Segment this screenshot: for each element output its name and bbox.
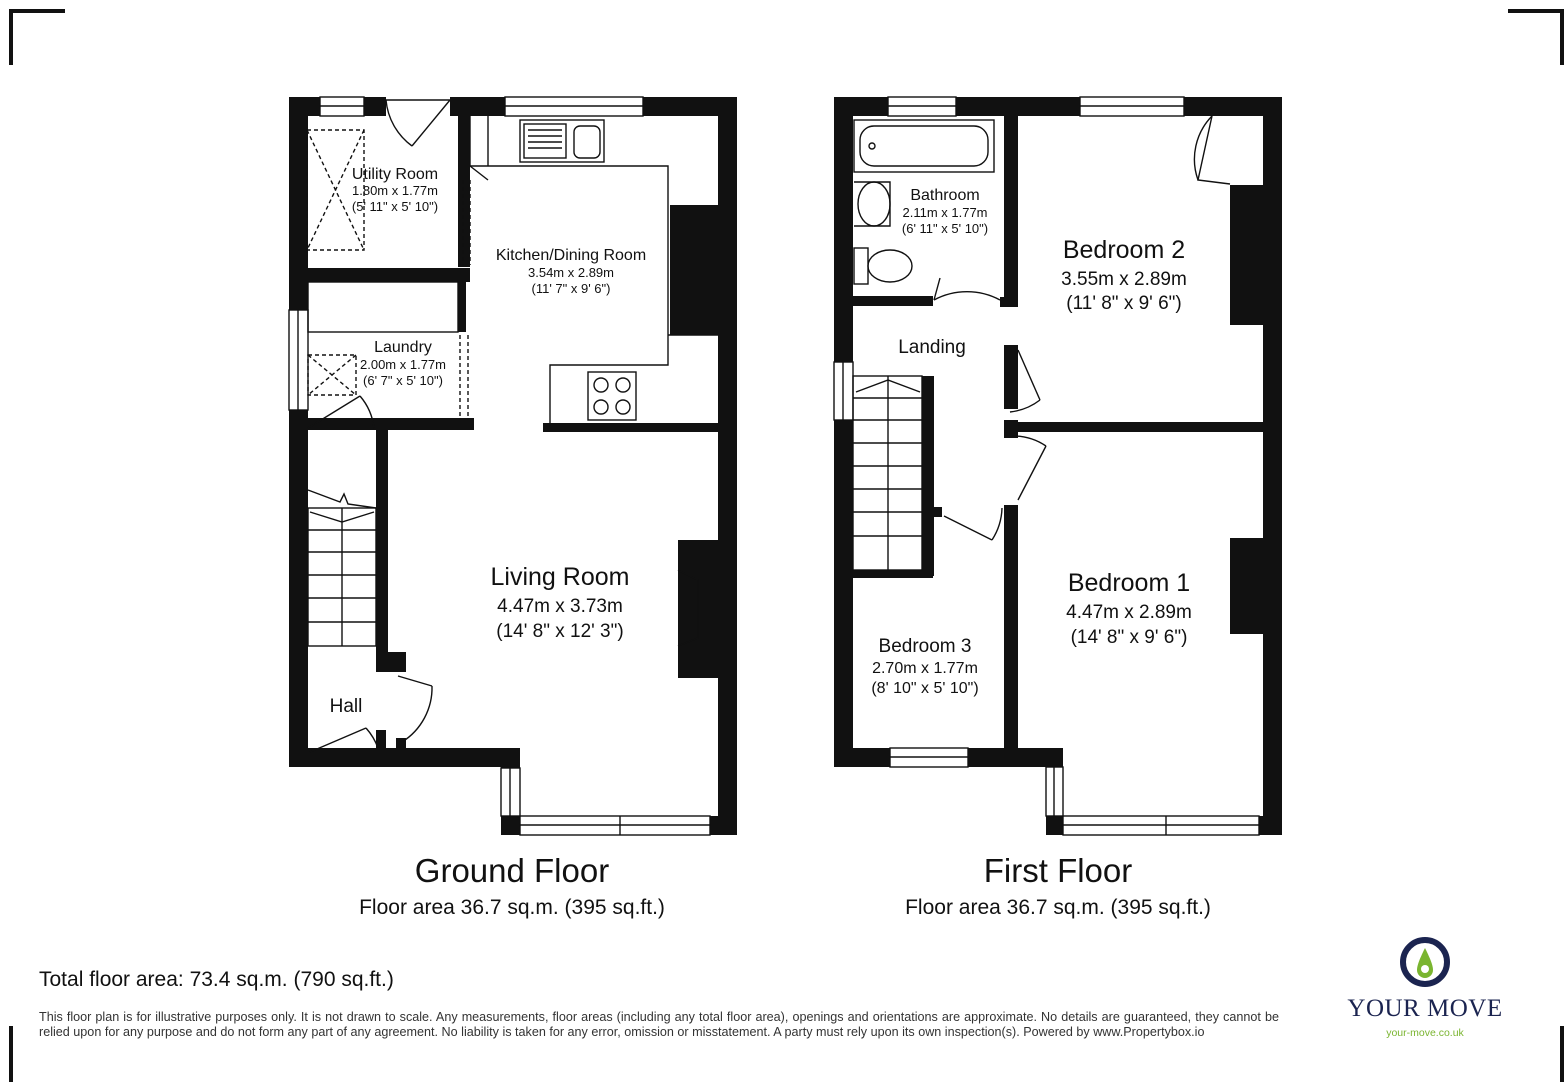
- location-pin-icon: [1400, 937, 1450, 987]
- laundry-metric: 2.00m x 1.77m: [360, 357, 446, 372]
- bedroom-3-name: Bedroom 3: [879, 636, 972, 657]
- kitchen-metric: 3.54m x 2.89m: [528, 265, 614, 280]
- bedroom-1-name: Bedroom 1: [1068, 569, 1190, 597]
- ground-floor-area: Floor area 36.7 sq.m. (395 sq.ft.): [359, 896, 665, 919]
- crop-mark-bottom-left: [9, 1026, 65, 1082]
- crop-mark-bottom-right: [1508, 1026, 1564, 1082]
- kitchen-imperial: (11' 7" x 9' 6"): [532, 281, 611, 296]
- living-room-name: Living Room: [491, 563, 630, 591]
- first-floor-room-labels: Bathroom 2.11m x 1.77m (6' 11" x 5' 10")…: [871, 187, 1191, 697]
- brand-logo: YOUR MOVE your-move.co.uk: [1340, 936, 1510, 1039]
- bedroom-2-metric: 3.55m x 2.89m: [1061, 269, 1187, 290]
- brand-url: your-move.co.uk: [1386, 1027, 1464, 1039]
- living-room-imperial: (14' 8" x 12' 3"): [496, 621, 623, 642]
- total-floor-area: Total floor area: 73.4 sq.m. (790 sq.ft.…: [39, 968, 394, 991]
- crop-mark-top-left: [9, 9, 65, 65]
- bedroom-1-metric: 4.47m x 2.89m: [1066, 602, 1192, 623]
- bedroom-3-metric: 2.70m x 1.77m: [872, 660, 978, 677]
- utility-room-imperial: (5' 11" x 5' 10"): [352, 199, 438, 214]
- hall-name: Hall: [330, 696, 363, 717]
- first-floor-fixtures: [833, 96, 1260, 836]
- first-floor-area: Floor area 36.7 sq.m. (395 sq.ft.): [905, 896, 1211, 919]
- bedroom-2-name: Bedroom 2: [1063, 236, 1185, 264]
- bathroom-imperial: (6' 11" x 5' 10"): [902, 221, 988, 236]
- ground-floor-fixtures: [288, 96, 718, 836]
- ground-floor-room-labels: Utility Room 1.80m x 1.77m (5' 11" x 5' …: [330, 166, 647, 717]
- ground-floor-title: Ground Floor: [414, 852, 610, 889]
- laundry-imperial: (6' 7" x 5' 10"): [363, 373, 443, 388]
- laundry-name: Laundry: [374, 339, 432, 356]
- disclaimer-text: This floor plan is for illustrative purp…: [39, 1010, 1279, 1039]
- first-floor-plan: [833, 96, 1282, 836]
- crop-mark-top-right: [1508, 9, 1564, 65]
- bedroom-2-imperial: (11' 8" x 9' 6"): [1066, 293, 1181, 314]
- kitchen-name: Kitchen/Dining Room: [496, 247, 646, 264]
- utility-room-metric: 1.80m x 1.77m: [352, 183, 438, 198]
- landing-name: Landing: [898, 337, 966, 358]
- ground-floor-plan: [288, 96, 737, 836]
- bathroom-metric: 2.11m x 1.77m: [902, 205, 987, 220]
- utility-room-name: Utility Room: [352, 166, 438, 183]
- bedroom-3-imperial: (8' 10" x 5' 10"): [871, 680, 978, 697]
- living-room-metric: 4.47m x 3.73m: [497, 596, 623, 617]
- bedroom-1-imperial: (14' 8" x 9' 6"): [1071, 627, 1188, 648]
- bathroom-name: Bathroom: [910, 187, 979, 204]
- brand-name: YOUR MOVE: [1347, 995, 1503, 1022]
- first-floor-title: First Floor: [983, 852, 1133, 889]
